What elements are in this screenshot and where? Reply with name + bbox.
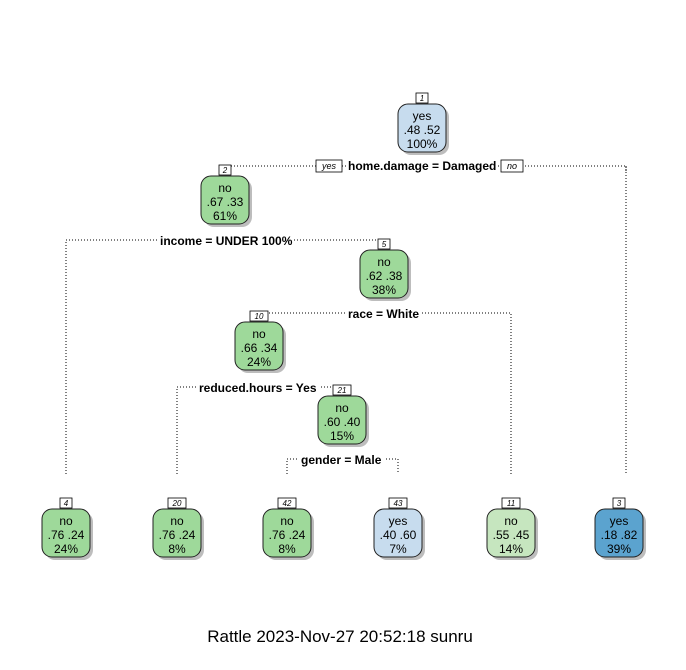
node-percent: 24% — [247, 355, 271, 369]
node-box — [373, 508, 423, 558]
split-label-n2: income = UNDER 100% — [158, 233, 293, 248]
split-text-n21: gender = Male — [301, 453, 382, 467]
branch-yes-tag: yes — [315, 159, 343, 173]
node-class-label: no — [218, 181, 232, 195]
node-id-text: 3 — [617, 499, 622, 508]
node-id-text: 1 — [420, 94, 424, 103]
node-id-tag: 43 — [388, 497, 408, 509]
node-box — [234, 321, 284, 371]
node-id-tag: 42 — [277, 497, 297, 509]
branch-yes-label: yes — [321, 161, 337, 171]
node-id-tag: 20 — [167, 497, 187, 509]
node-percent: 24% — [54, 542, 78, 556]
node-id-text: 20 — [172, 499, 182, 508]
node-box — [152, 508, 202, 558]
node-probabilities: .66 .34 — [241, 341, 278, 355]
node-id-tag: 10 — [249, 310, 269, 322]
node-class-label: yes — [413, 109, 432, 123]
node-id-tag: 3 — [612, 497, 626, 509]
plot-caption: Rattle 2023-Nov-27 20:52:18 sunru — [207, 627, 473, 646]
node-box — [262, 508, 312, 558]
node-id-text: 43 — [394, 499, 403, 508]
split-text-n2: income = UNDER 100% — [160, 234, 293, 248]
node-id-text: 21 — [337, 386, 347, 395]
node-id-text: 42 — [283, 499, 292, 508]
node-percent: 61% — [213, 209, 237, 223]
node-id-text: 5 — [382, 240, 387, 249]
node-class-label: no — [335, 401, 349, 415]
node-id-text: 2 — [222, 166, 228, 175]
node-box — [594, 508, 644, 558]
node-id-text: 11 — [507, 499, 515, 508]
branch-no-tag: no — [500, 159, 524, 173]
node-percent: 7% — [389, 542, 407, 556]
node-class-label: yes — [389, 514, 408, 528]
node-percent: 15% — [330, 429, 354, 443]
node-box — [359, 249, 409, 299]
split-text-root: home.damage = Damaged — [348, 159, 496, 173]
node-class-label: no — [170, 514, 184, 528]
node-id-text: 4 — [64, 499, 69, 508]
node-probabilities: .48 .52 — [404, 123, 441, 137]
node-probabilities: .67 .33 — [207, 195, 244, 209]
node-probabilities: .55 .45 — [493, 528, 530, 542]
split-label-n5: race = White — [346, 306, 422, 321]
node-id-tag: 11 — [501, 497, 521, 509]
node-box — [200, 175, 250, 225]
node-probabilities: .62 .38 — [366, 269, 403, 283]
node-probabilities: .76 .24 — [269, 528, 306, 542]
node-percent: 14% — [499, 542, 523, 556]
node-box — [41, 508, 91, 558]
node-probabilities: .60 .40 — [324, 415, 361, 429]
node-percent: 38% — [372, 283, 396, 297]
tree-node-20: 20 no.76 .248% — [152, 497, 204, 560]
split-text-n5: race = White — [348, 307, 419, 321]
branch-no-label: no — [507, 161, 517, 171]
split-label-n21: gender = Male — [299, 452, 385, 467]
node-id-tag: 21 — [332, 384, 352, 396]
node-class-label: no — [280, 514, 294, 528]
split-text-n10: reduced.hours = Yes — [199, 381, 317, 395]
node-id-text: 10 — [255, 312, 264, 321]
node-id-tag: 4 — [59, 497, 73, 509]
node-box — [486, 508, 536, 558]
node-percent: 100% — [407, 137, 438, 151]
node-percent: 8% — [168, 542, 186, 556]
node-id-tag: 2 — [218, 164, 232, 176]
node-class-label: no — [504, 514, 518, 528]
node-probabilities: .40 .60 — [380, 528, 417, 542]
node-box — [397, 103, 447, 153]
node-box — [317, 395, 367, 445]
split-label-n10: reduced.hours = Yes — [197, 380, 321, 395]
node-id-tag: 5 — [377, 238, 391, 250]
node-class-label: no — [252, 327, 266, 341]
tree-node-43: 43 yes.40 .607% — [373, 497, 425, 560]
node-class-label: yes — [610, 514, 629, 528]
node-class-label: no — [59, 514, 73, 528]
node-class-label: no — [377, 255, 391, 269]
node-percent: 8% — [278, 542, 296, 556]
node-probabilities: .18 .82 — [601, 528, 638, 542]
node-probabilities: .76 .24 — [48, 528, 85, 542]
tree-node-42: 42 no.76 .248% — [262, 497, 314, 560]
node-id-tag: 1 — [415, 92, 429, 104]
split-label-root: home.damage = Damaged — [346, 158, 498, 174]
node-percent: 39% — [607, 542, 631, 556]
node-probabilities: .76 .24 — [159, 528, 196, 542]
